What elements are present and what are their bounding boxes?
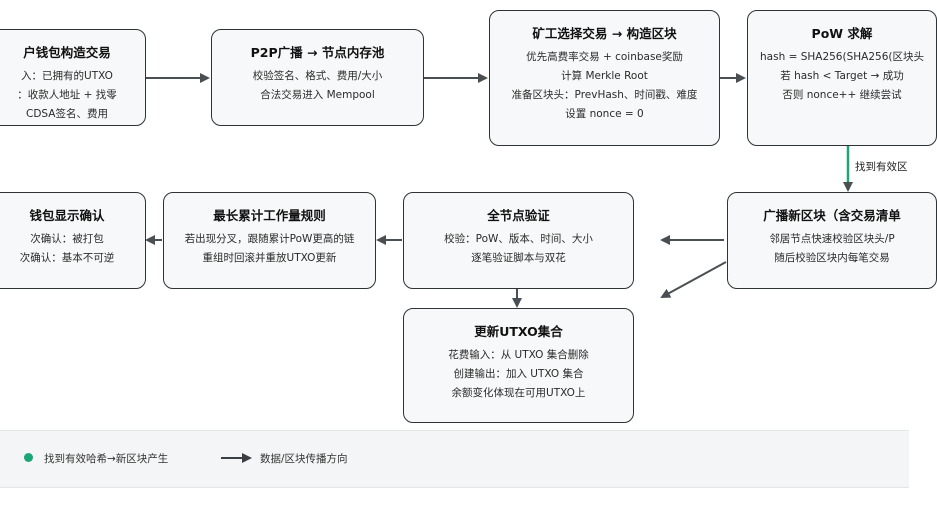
node-title: 矿工选择交易 → 构造区块 [532, 26, 677, 41]
node-line: 计算 Merkle Root [561, 70, 648, 82]
arrow-broadcast-diagonal [660, 261, 727, 298]
node-line: CDSA签名、费用 [26, 108, 108, 120]
node-line: 重组时回滚并重放UTXO更新 [202, 252, 337, 264]
arrow-right-icon [221, 453, 252, 463]
node-line: 次确认：基本不可逆 [19, 252, 115, 264]
node-line: 创建输出：加入 UTXO 集合 [453, 368, 584, 380]
node-line: hash = SHA256(SHA256(区块头 [760, 51, 924, 63]
node-title: PoW 求解 [811, 26, 873, 41]
node-full-verify: 全节点验证 校验：PoW、版本、时间、大小 逐笔验证脚本与双花 [403, 192, 634, 289]
node-title: P2P广播 → 节点内存池 [250, 45, 385, 60]
legend-bar: 找到有效哈希→新区块产生 数据/区块传播方向 [0, 430, 909, 488]
node-line: 校验签名、格式、费用/大小 [252, 70, 383, 82]
node-broadcast-block: 广播新区块（含交易清单 邻居节点快速校验区块头/P 随后校验区块内每笔交易 [727, 192, 937, 289]
node-line: 优先高费率交易 + coinbase奖励 [526, 51, 683, 63]
node-title: 更新UTXO集合 [474, 324, 563, 339]
node-title: 户钱包构造交易 [23, 45, 111, 60]
node-line: 合法交易进入 Mempool [260, 89, 375, 101]
node-line: 花费输入：从 UTXO 集合删除 [448, 349, 589, 361]
node-line: 设置 nonce = 0 [565, 108, 644, 120]
node-miner-select: 矿工选择交易 → 构造区块 优先高费率交易 + coinbase奖励 计算 Me… [489, 10, 720, 146]
node-line: 入：已拥有的UTXO [21, 70, 113, 82]
node-line: 余额变化体现在可用UTXO上 [451, 387, 586, 399]
node-line: 否则 nonce++ 继续尝试 [782, 89, 902, 101]
node-wallet-confirm: 钱包显示确认 次确认：被打包 次确认：基本不可逆 [0, 192, 146, 289]
legend-label-propagation: 数据/区块传播方向 [260, 453, 348, 465]
node-title: 钱包显示确认 [29, 208, 105, 223]
node-title: 广播新区块（含交易清单 [763, 208, 901, 223]
node-update-utxo: 更新UTXO集合 花费输入：从 UTXO 集合删除 创建输出：加入 UTXO 集… [403, 308, 634, 423]
node-line: 校验：PoW、版本、时间、大小 [444, 233, 593, 245]
green-dot-icon [24, 453, 33, 462]
node-wallet-build: 户钱包构造交易 入：已拥有的UTXO ：收款人地址 + 找零 CDSA签名、费用 [0, 29, 146, 126]
node-title: 最长累计工作量规则 [213, 208, 326, 223]
node-longest-chain: 最长累计工作量规则 若出现分叉，跟随累计PoW更高的链 重组时回滚并重放UTXO… [163, 192, 376, 289]
node-line: 若出现分叉，跟随累计PoW更高的链 [184, 233, 355, 245]
node-line: 若 hash < Target → 成功 [780, 70, 904, 82]
node-line: 邻居节点快速校验区块头/P [769, 233, 895, 245]
node-line: 准备区块头：PrevHash、时间戳、难度 [511, 89, 698, 101]
legend-label-found-hash: 找到有效哈希→新区块产生 [44, 453, 169, 465]
node-p2p-broadcast: P2P广播 → 节点内存池 校验签名、格式、费用/大小 合法交易进入 Mempo… [211, 29, 424, 126]
flow-diagram: 户钱包构造交易 入：已拥有的UTXO ：收款人地址 + 找零 CDSA签名、费用… [0, 10, 937, 423]
node-line: 次确认：被打包 [30, 233, 104, 245]
node-line: 随后校验区块内每笔交易 [774, 252, 890, 264]
edge-label-found-hash: 找到有效区 [853, 159, 910, 174]
node-line: 逐笔验证脚本与双花 [471, 252, 566, 264]
node-line: ：收款人地址 + 找零 [17, 89, 117, 101]
node-pow-solve: PoW 求解 hash = SHA256(SHA256(区块头 若 hash <… [747, 10, 937, 146]
node-title: 全节点验证 [487, 208, 550, 223]
